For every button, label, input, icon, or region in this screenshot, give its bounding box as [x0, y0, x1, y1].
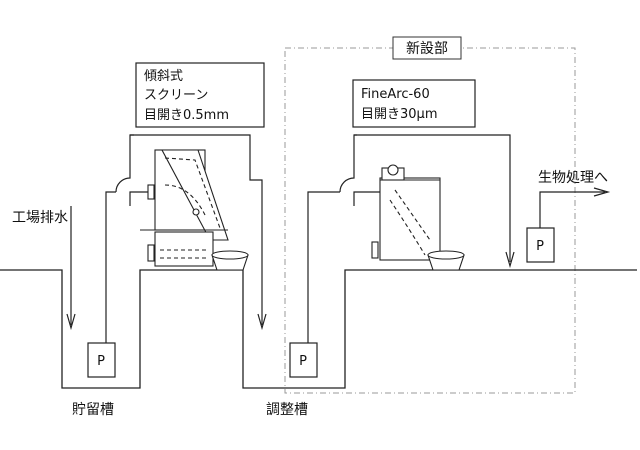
bio-pump-label: P: [536, 239, 544, 254]
screen-to-adjustment-arrowhead: [257, 313, 267, 331]
storage-pump: [87, 342, 116, 378]
storage-pump-pipe: [105, 191, 116, 343]
bio-outflow-arrowhead: [593, 187, 611, 197]
storage-tank-label: 貯留槽: [72, 402, 114, 418]
adjustment-pump-pipe: [307, 191, 340, 343]
screen-discharge-tray-rim: [211, 250, 249, 260]
screen-callout-line3: 目開き0.5mm: [144, 108, 229, 123]
storage-pipe-bend: [115, 134, 134, 193]
finearc-callout-line1: FineArc-60: [361, 87, 430, 102]
storage-pump-label: P: [97, 354, 105, 369]
factory-wastewater-label: 工場排水: [12, 210, 68, 226]
finearc-callout-line2: 目開き30μm: [361, 107, 437, 122]
adjustment-pipe-bend: [339, 134, 357, 193]
screen-callout-box: [135, 62, 265, 128]
inflow-arrowhead: [66, 313, 76, 331]
finearc-discharge-tray-rim: [427, 250, 465, 260]
finearc-callout-box: [352, 79, 476, 128]
screen-to-adjustment-pipe: [130, 134, 263, 325]
screen-callout-line2: スクリーン: [144, 88, 208, 103]
new-section-label-box: [392, 36, 462, 60]
adjustment-tank-label: 調整槽: [266, 402, 308, 418]
adjustment-pump-label: P: [299, 354, 307, 369]
finearc-to-bio-arrowhead: [505, 251, 515, 269]
adjustment-pump: [289, 342, 318, 378]
finearc-to-bio-pipe: [354, 134, 511, 262]
storage-pipe-to-screen: [129, 191, 150, 206]
bio-treatment-label: 生物処理へ: [538, 170, 608, 186]
inclined-screen-machine: [140, 149, 229, 267]
finearc-machine: [371, 164, 441, 261]
new-section-label: 新設部: [406, 41, 448, 57]
adjustment-pipe-to-finearc: [353, 191, 382, 206]
bio-pump-pipe: [539, 191, 605, 228]
screen-callout-line1: 傾斜式: [144, 69, 183, 84]
tank-profile: [0, 269, 637, 389]
